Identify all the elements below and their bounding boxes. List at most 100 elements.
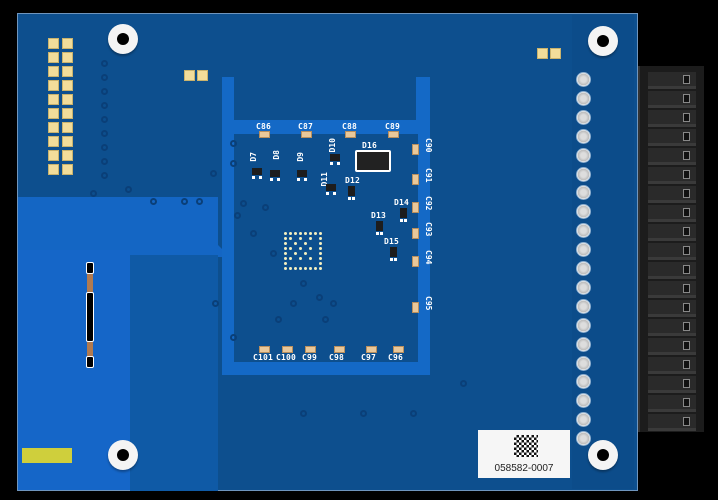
mounting-hole-icon — [108, 24, 138, 54]
solder-pad — [62, 66, 73, 77]
via-icon — [101, 60, 108, 67]
via-icon — [230, 140, 237, 147]
silkscreen-label: C87 — [298, 122, 314, 131]
connector-pin — [648, 357, 696, 374]
through-hole-pad — [576, 393, 591, 409]
via-icon — [322, 316, 329, 323]
via-icon — [101, 144, 108, 151]
serial-number: 058582-0007 — [494, 463, 554, 474]
silkscreen-label: C101 — [253, 353, 274, 362]
pin-contact-icon — [683, 265, 690, 274]
capacitor — [412, 202, 419, 213]
silkscreen-label: C99 — [302, 353, 318, 362]
sot23-diode — [252, 168, 262, 179]
sot23-diode — [330, 154, 340, 165]
bga-footprint — [284, 232, 322, 270]
mounting-hole-icon — [588, 440, 618, 470]
via-icon — [181, 198, 188, 205]
silkscreen-label: C94 — [424, 250, 433, 265]
via-icon — [230, 334, 237, 341]
via-icon — [101, 130, 108, 137]
silkscreen-label: C92 — [424, 196, 433, 211]
capacitor — [366, 346, 377, 353]
connector-pin — [648, 186, 696, 203]
serial-sticker: 058582-0007 — [478, 430, 570, 478]
through-hole-pad — [576, 412, 591, 428]
silkscreen-label: D7 — [249, 152, 258, 162]
solder-pad — [62, 80, 73, 91]
via-icon — [330, 300, 337, 307]
axial-resistor — [86, 262, 94, 368]
capacitor — [259, 131, 270, 138]
silkscreen-label: C96 — [388, 353, 404, 362]
connector-pin — [648, 72, 696, 89]
via-icon — [234, 212, 241, 219]
capacitor — [345, 131, 356, 138]
via-icon — [101, 116, 108, 123]
connector-pin — [648, 205, 696, 222]
silkscreen-label: D12 — [345, 176, 361, 185]
ground-plane-area — [130, 255, 218, 491]
capacitor — [412, 144, 419, 155]
silkscreen-label: C86 — [256, 122, 272, 131]
connector-pin — [648, 300, 696, 317]
via-icon — [316, 294, 323, 301]
solder-pad — [62, 164, 73, 175]
through-hole-pad — [576, 109, 591, 125]
via-icon — [101, 158, 108, 165]
capacitor — [305, 346, 316, 353]
pin-contact-icon — [683, 322, 690, 331]
connector-pin — [648, 129, 696, 146]
connector-pin — [648, 110, 696, 127]
mounting-hole-icon — [588, 26, 618, 56]
silkscreen-label: C89 — [385, 122, 401, 131]
through-hole-pad — [576, 242, 591, 258]
via-icon — [196, 198, 203, 205]
solder-pad — [62, 108, 73, 119]
silkscreen-label: C98 — [329, 353, 345, 362]
via-icon — [101, 102, 108, 109]
through-hole-pad — [576, 90, 591, 106]
through-hole-pad — [576, 355, 591, 371]
connector-pin — [648, 262, 696, 279]
silkscreen-label: C88 — [342, 122, 358, 131]
pin-contact-icon — [683, 189, 690, 198]
solder-pad — [48, 122, 59, 133]
sot23-diode — [390, 247, 397, 261]
silkscreen-label: D14 — [394, 198, 410, 207]
trace-frame — [222, 77, 430, 375]
via-icon — [101, 74, 108, 81]
pin-contact-icon — [683, 208, 690, 217]
capacitor — [412, 174, 419, 185]
through-hole-pad — [576, 374, 591, 390]
via-icon — [101, 88, 108, 95]
connector-pin — [648, 376, 696, 393]
pin-contact-icon — [683, 398, 690, 407]
silkscreen-label: D9 — [296, 152, 305, 162]
via-icon — [250, 230, 257, 237]
sot23-diode — [326, 184, 336, 195]
through-hole-pad — [576, 72, 591, 87]
silkscreen-label: D15 — [384, 237, 400, 246]
pin-contact-icon — [683, 170, 690, 179]
capacitor — [282, 346, 293, 353]
through-hole-pad — [576, 336, 591, 352]
through-hole-pad — [576, 317, 591, 333]
connector-pin — [648, 319, 696, 336]
connector-pin — [648, 148, 696, 165]
pin-contact-icon — [683, 303, 690, 312]
pin-contact-icon — [683, 113, 690, 122]
solder-pad — [537, 48, 548, 59]
solder-pad — [48, 150, 59, 161]
through-hole-pad — [576, 298, 591, 314]
silkscreen-label: C93 — [424, 222, 433, 237]
pin-contact-icon — [683, 417, 690, 426]
silkscreen-label: D16 — [362, 141, 378, 150]
solder-pad — [62, 94, 73, 105]
component-area — [234, 134, 418, 362]
data-matrix-code-icon — [514, 435, 538, 457]
solder-pad — [48, 66, 59, 77]
capacitor — [412, 302, 419, 313]
solder-pad — [48, 136, 59, 147]
through-hole-pad — [576, 128, 591, 144]
